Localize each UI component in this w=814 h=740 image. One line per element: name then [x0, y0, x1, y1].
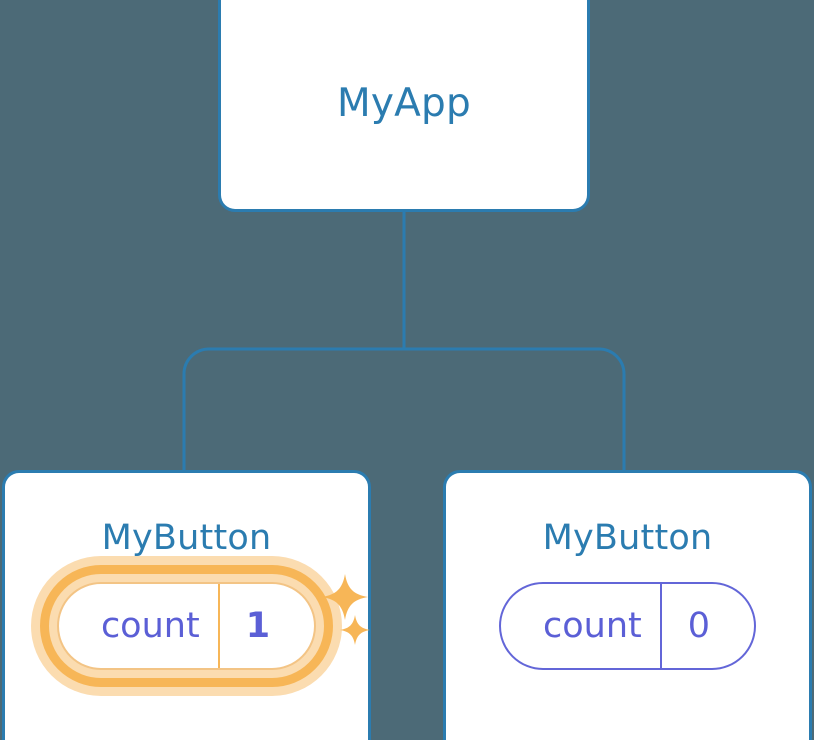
sparkle-large-icon [322, 574, 369, 620]
sparkle-small-icon [340, 615, 371, 645]
node-mybutton-right[interactable]: MyButton count 0 [443, 470, 812, 740]
state-pill-right[interactable]: count 0 [498, 582, 757, 670]
state-pill-right-body[interactable]: count 0 [498, 582, 757, 670]
node-mybutton-left-title: MyButton [101, 518, 272, 558]
node-mybutton-right-title: MyButton [542, 518, 713, 558]
connector-branch-left [182, 347, 404, 472]
node-myapp-title: MyApp [337, 80, 471, 126]
state-key-right: count [542, 605, 642, 646]
node-mybutton-left[interactable]: MyButton count 1 [2, 470, 371, 740]
connector-branch-right [404, 347, 626, 472]
state-pill-left[interactable]: count 1 [30, 556, 371, 696]
state-value-left: 1 [217, 584, 314, 668]
node-myapp[interactable]: MyApp [218, 0, 590, 212]
state-key-left: count [100, 605, 200, 646]
state-pill-left-body[interactable]: count 1 [56, 582, 317, 670]
state-value-right: 0 [659, 584, 754, 668]
